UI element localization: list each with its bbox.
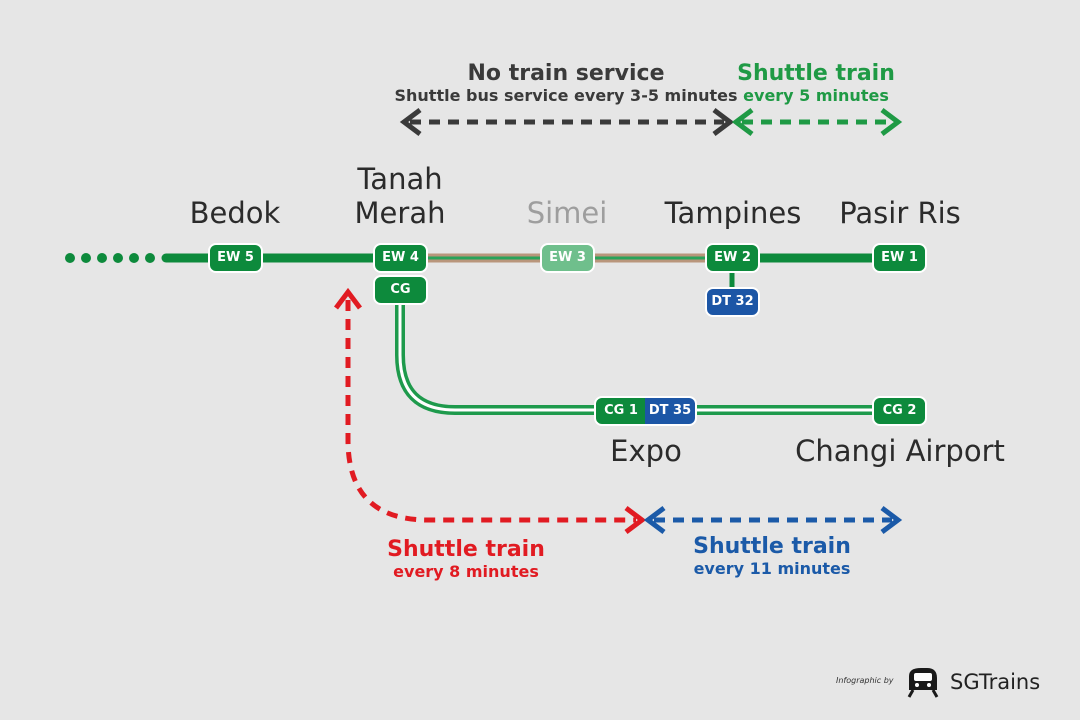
note-shuttle-green: Shuttle train every 5 minutes: [737, 62, 895, 106]
code-dt35: DT 35: [645, 396, 697, 426]
station-expo: Expo: [610, 434, 682, 468]
infographic-credit: Infographic by: [836, 676, 894, 685]
station-tanah-merah-line1: Tanah: [357, 162, 443, 196]
code-ew3: EW 3: [540, 243, 595, 273]
train-logo-icon: [907, 668, 939, 698]
station-simei: Simei: [526, 196, 608, 230]
brand-name: SGTrains: [950, 670, 1041, 694]
station-tampines: Tampines: [664, 196, 802, 230]
note-shuttle-bus: No train service Shuttle bus service eve…: [395, 62, 738, 106]
station-tanah-merah-line2: Merah: [354, 196, 446, 230]
line-continuation-dots: [65, 253, 155, 263]
note-shuttle-red-title: Shuttle train: [387, 537, 545, 562]
station-pasir-ris: Pasir Ris: [839, 196, 961, 230]
code-ew2: EW 2: [705, 243, 760, 273]
note-shuttle-blue-title: Shuttle train: [693, 534, 851, 559]
note-shuttle-green-sub: every 5 minutes: [743, 86, 889, 105]
code-ew4: EW 4: [373, 243, 428, 273]
cg-branch-inner: [398, 303, 890, 412]
note-shuttle-red-sub: every 8 minutes: [393, 562, 539, 581]
code-ew1: EW 1: [872, 243, 927, 273]
note-shuttle-bus-title: No train service: [467, 61, 665, 86]
note-shuttle-bus-sub: Shuttle bus service every 3-5 minutes: [394, 86, 738, 105]
station-changi-airport: Changi Airport: [795, 434, 1005, 468]
station-bedok: Bedok: [189, 196, 281, 230]
code-cg: CG: [373, 275, 428, 305]
code-cg1: CG 1: [594, 396, 646, 426]
note-shuttle-red: Shuttle train every 8 minutes: [387, 538, 545, 582]
code-dt32: DT 32: [705, 287, 760, 317]
code-cg2: CG 2: [872, 396, 927, 426]
code-ew5: EW 5: [208, 243, 263, 273]
cg-branch-outer: [395, 303, 890, 415]
note-shuttle-blue: Shuttle train every 11 minutes: [693, 535, 851, 579]
note-shuttle-blue-sub: every 11 minutes: [693, 559, 851, 578]
note-shuttle-green-title: Shuttle train: [737, 61, 895, 86]
